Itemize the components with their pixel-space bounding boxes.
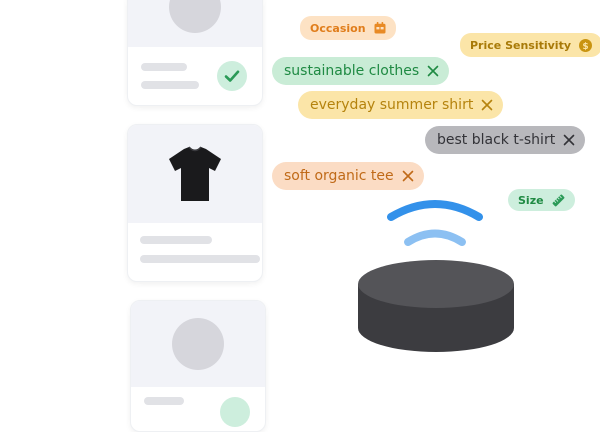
product-image-placeholder [131, 301, 265, 387]
query-chip-best-black-t-shirt[interactable]: best black t-shirt [425, 126, 586, 154]
image-placeholder-circle [169, 0, 221, 33]
close-icon[interactable] [427, 65, 439, 77]
close-icon[interactable] [481, 99, 493, 111]
voice-signal-icon [387, 200, 483, 246]
text-placeholder-line [141, 81, 199, 89]
query-chip-everyday-summer-shirt[interactable]: everyday summer shirt [298, 91, 504, 119]
price-sensitivity-badge: Price Sensitivity $ [460, 33, 600, 57]
size-badge: Size [508, 189, 575, 211]
price-sensitivity-badge-label: Price Sensitivity [470, 38, 571, 52]
black-tshirt-image [169, 146, 221, 201]
product-image [128, 125, 262, 223]
product-image-placeholder [128, 0, 262, 47]
selected-checkmark-icon [220, 397, 250, 427]
text-placeholder-line [140, 236, 212, 244]
calendar-icon [374, 22, 386, 34]
close-icon[interactable] [402, 170, 414, 182]
dollar-coin-icon: $ [579, 38, 592, 52]
product-card-bottom[interactable] [130, 300, 266, 432]
query-chip-label: soft organic tee [284, 168, 394, 184]
query-chip-label: everyday summer shirt [310, 97, 474, 113]
text-placeholder-line [141, 63, 187, 71]
close-icon[interactable] [563, 134, 575, 146]
product-card-top[interactable] [127, 0, 263, 106]
text-placeholder-line [144, 397, 184, 405]
occasion-badge: Occasion [300, 16, 396, 40]
query-chip-soft-organic-tee[interactable]: soft organic tee [272, 162, 424, 190]
occasion-badge-label: Occasion [310, 21, 366, 35]
signal-wave-outer [387, 200, 483, 221]
product-card-tshirt[interactable] [127, 124, 263, 282]
query-chip-label: best black t-shirt [437, 132, 556, 148]
smart-speaker-device [358, 260, 514, 352]
image-placeholder-circle [172, 318, 224, 370]
signal-wave-inner [404, 229, 466, 246]
query-chip-sustainable-clothes[interactable]: sustainable clothes [272, 57, 450, 85]
query-chip-label: sustainable clothes [284, 63, 420, 79]
text-placeholder-line [140, 255, 260, 263]
svg-text:$: $ [582, 42, 588, 52]
size-badge-label: Size [518, 193, 544, 207]
selected-checkmark-icon [217, 61, 247, 91]
ruler-icon [552, 194, 565, 206]
